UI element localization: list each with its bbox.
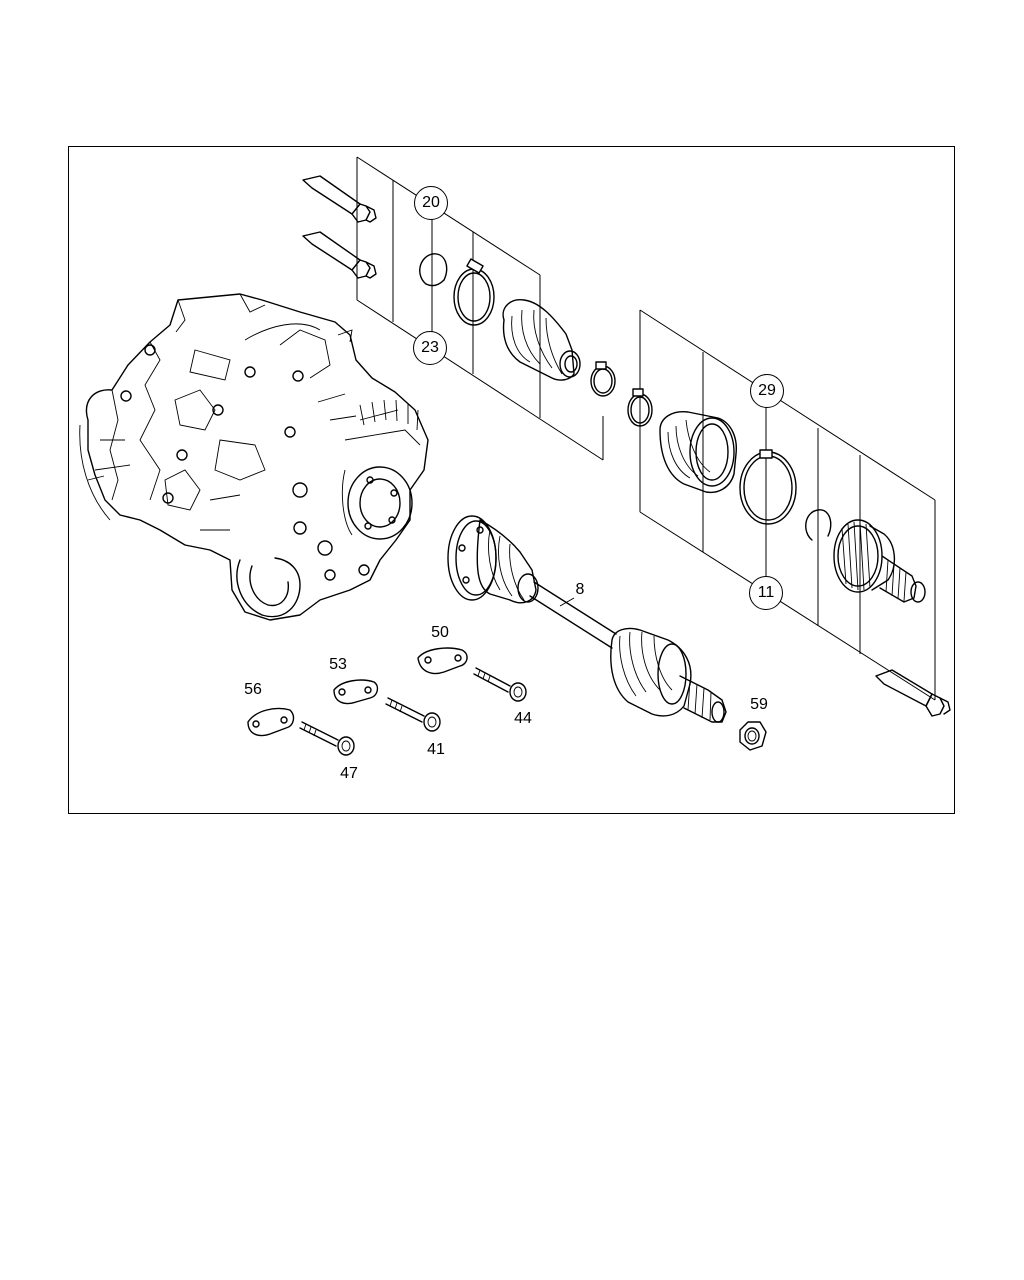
label-part-44: 44 bbox=[514, 710, 532, 727]
label-part-41: 41 bbox=[427, 741, 445, 758]
locking-plate-56 bbox=[247, 707, 295, 737]
leader-8 bbox=[559, 597, 575, 607]
boot-upper bbox=[502, 299, 581, 381]
locking-plate-53 bbox=[333, 679, 379, 705]
snap-ring-upper bbox=[419, 253, 448, 287]
callout-23: 23 bbox=[413, 331, 447, 365]
tool-sleeve-1 bbox=[302, 175, 377, 223]
bolt-47 bbox=[299, 721, 355, 756]
tool-sleeve-right bbox=[875, 669, 951, 717]
clamp-band-large-right bbox=[739, 449, 797, 525]
label-part-47: 47 bbox=[340, 765, 358, 782]
tool-sleeve-2 bbox=[302, 231, 377, 279]
snap-ring-right bbox=[805, 509, 832, 541]
drive-shaft bbox=[447, 515, 727, 723]
label-part-53: 53 bbox=[329, 656, 347, 673]
label-part-56: 56 bbox=[244, 681, 262, 698]
hex-nut bbox=[739, 721, 767, 751]
callout-11: 11 bbox=[749, 576, 783, 610]
callout-lines-upper bbox=[356, 156, 604, 461]
callout-20: 20 bbox=[414, 186, 448, 220]
clamp-small-right bbox=[627, 388, 653, 427]
callout-lines-right bbox=[639, 309, 936, 701]
clamp-small-upper bbox=[590, 361, 616, 397]
bolt-44 bbox=[473, 667, 527, 702]
bolt-41 bbox=[385, 697, 441, 732]
boot-right bbox=[659, 411, 737, 494]
outer-joint-right bbox=[833, 519, 926, 603]
transmission-housing bbox=[79, 293, 429, 621]
callout-29: 29 bbox=[750, 374, 784, 408]
clamp-band-large-upper bbox=[453, 258, 495, 326]
label-part-8: 8 bbox=[575, 581, 585, 598]
label-part-59: 59 bbox=[750, 696, 768, 713]
locking-plate-50 bbox=[417, 647, 468, 675]
diagram-frame bbox=[68, 146, 955, 814]
label-part-50: 50 bbox=[431, 624, 449, 641]
